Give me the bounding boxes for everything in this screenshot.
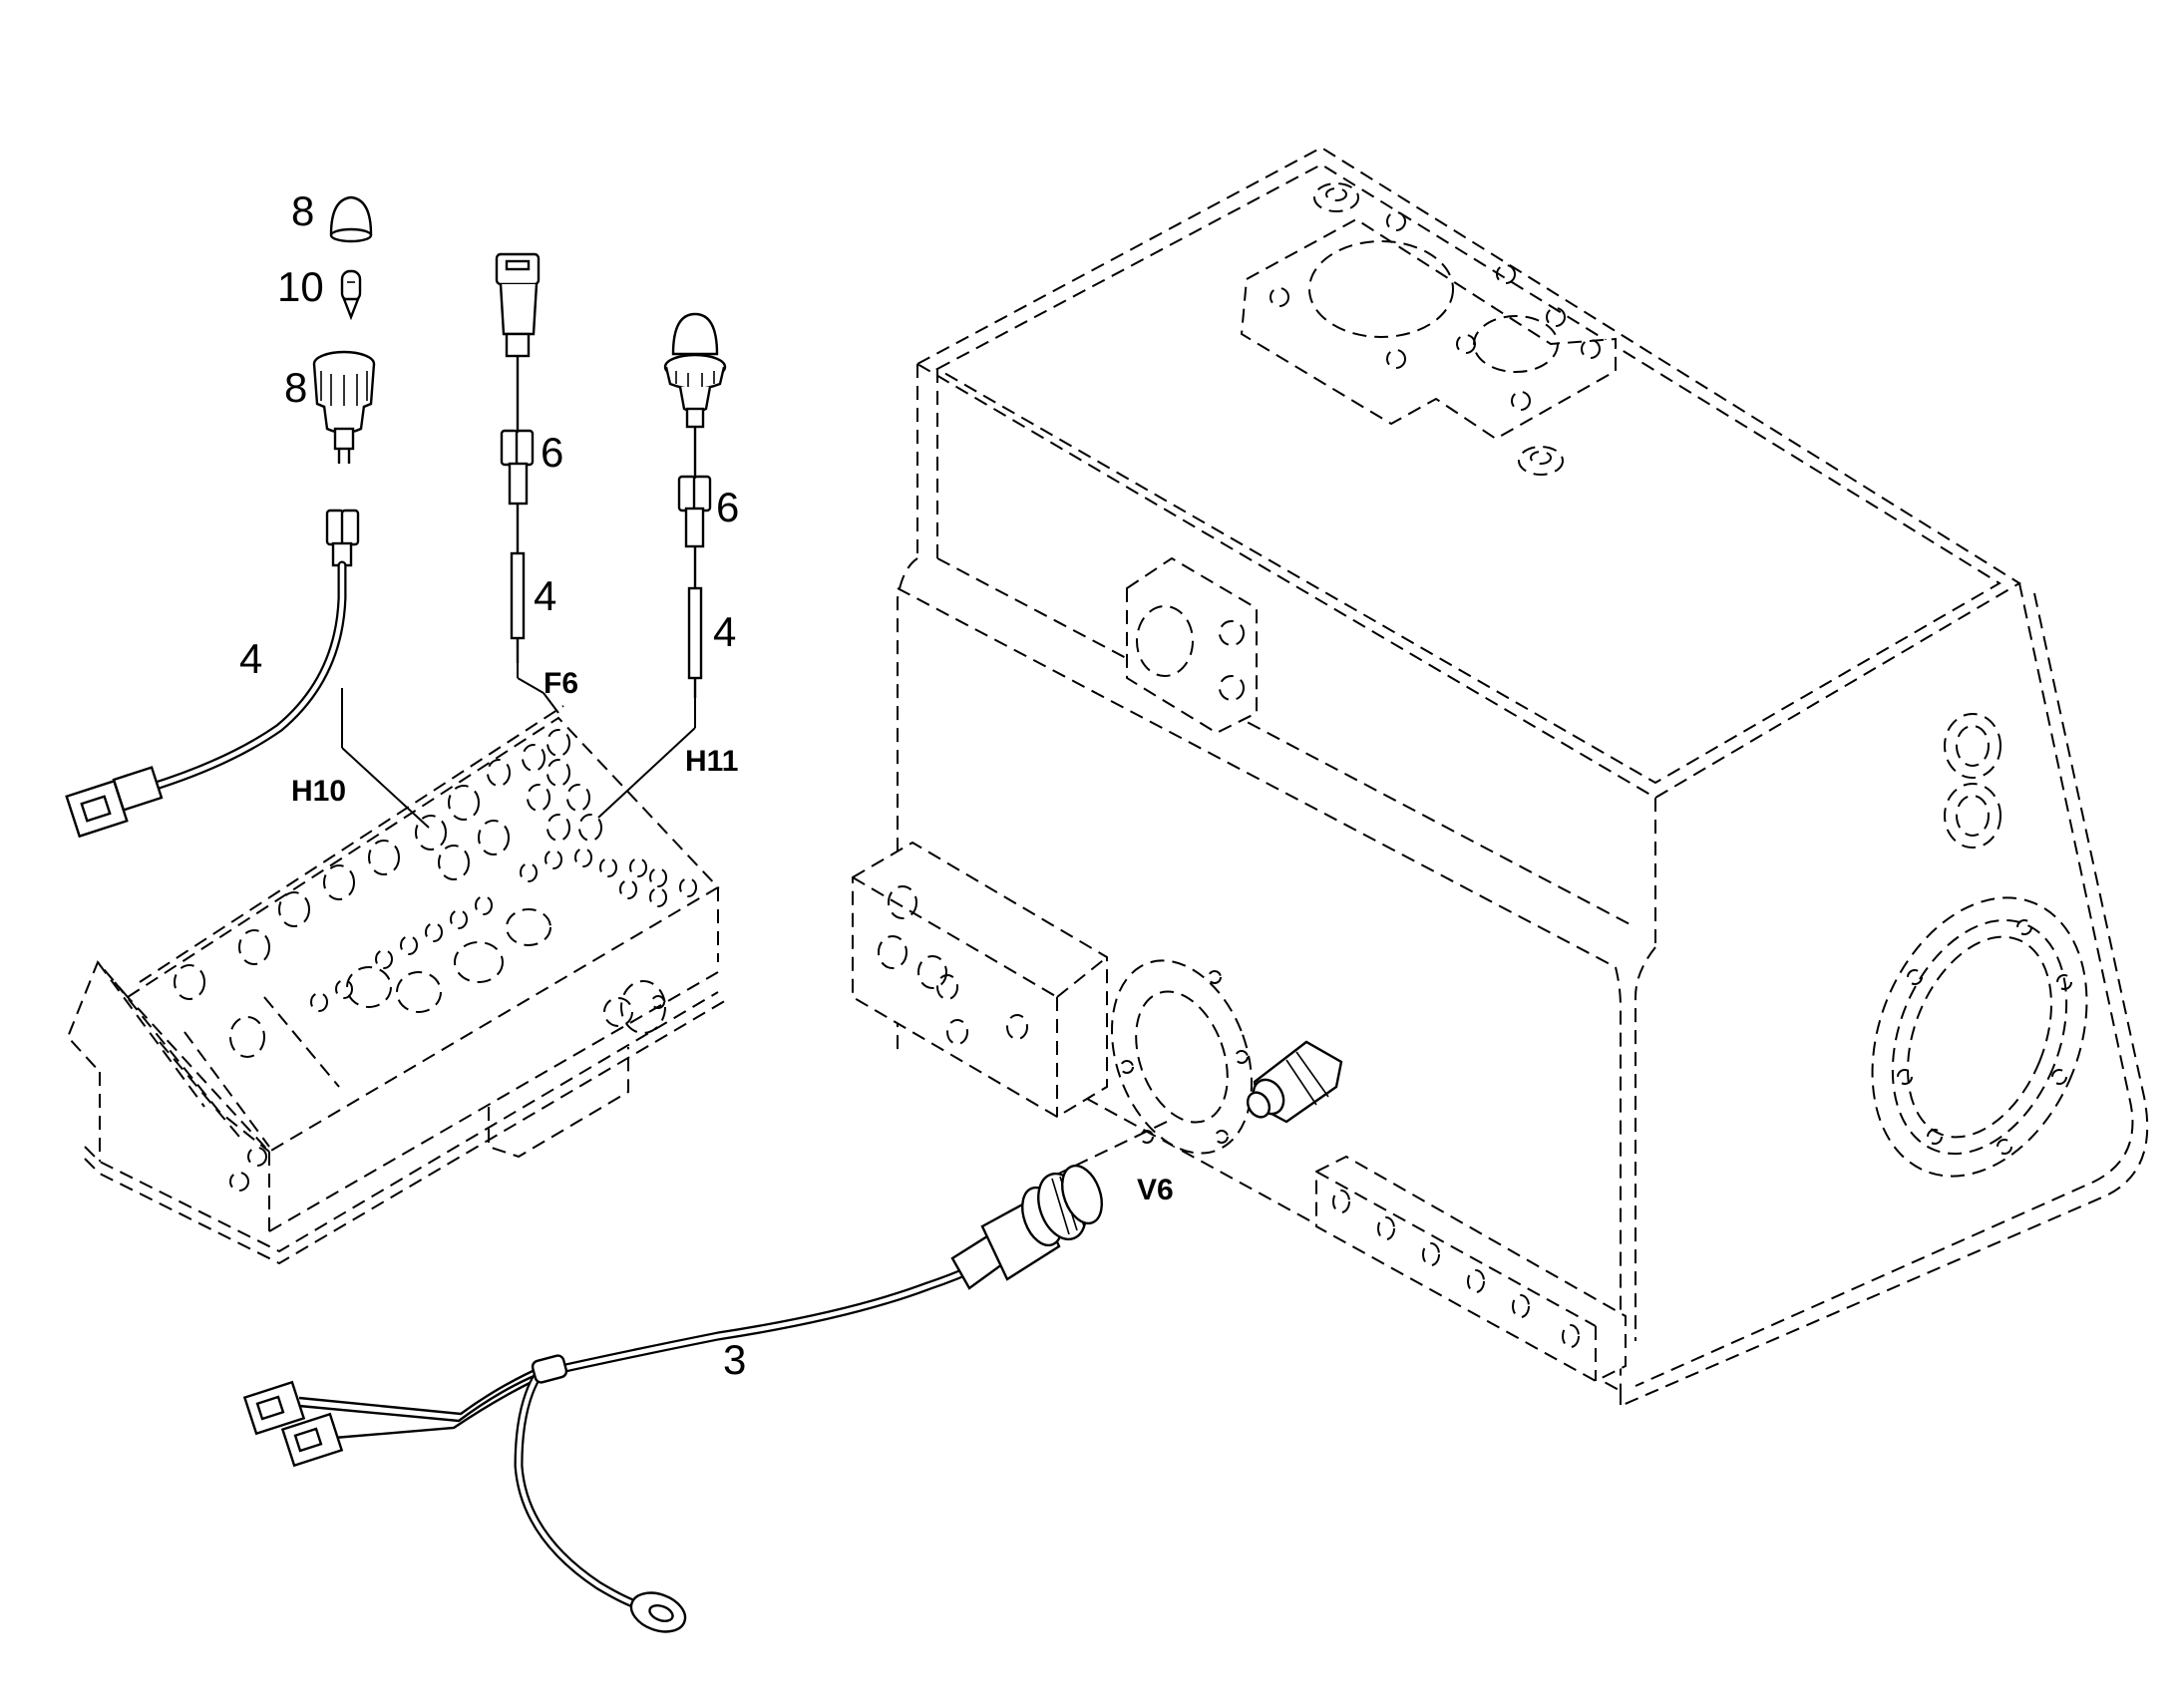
part-number-10-bulb: 10 <box>277 263 324 310</box>
dashboard-console <box>66 705 729 1265</box>
part-number-4-lamp-cable: 4 <box>713 608 736 655</box>
cable-h10 <box>65 509 360 839</box>
ref-tag-f6: F6 <box>544 667 578 700</box>
harness-plug-lower <box>280 1412 344 1468</box>
lamp-cap <box>329 195 373 243</box>
ref-tag-v6: V6 <box>1137 1174 1174 1206</box>
part-number-6-lamp-terminal: 6 <box>716 484 739 530</box>
lamp-holder-h10 <box>312 350 376 464</box>
reference-tags: F6 H10 H11 V6 <box>291 667 1174 1206</box>
indicator-lamp-h11 <box>663 312 727 698</box>
part-number-8-cap: 8 <box>291 187 314 234</box>
wiring-harness-3 <box>242 1164 1103 1633</box>
part-number-6-fuse-terminal: 6 <box>541 429 563 476</box>
ref-tag-h10: H10 <box>291 775 346 808</box>
leader-lines <box>341 663 1168 1183</box>
part-number-3-harness: 3 <box>723 1336 746 1383</box>
bulb <box>340 269 362 321</box>
transmission-housing <box>852 146 2149 1407</box>
fuse-holder-f6 <box>495 252 541 663</box>
part-number-4-fuse-cable: 4 <box>534 572 556 619</box>
part-number-labels: 8 10 8 6 6 4 4 4 3 <box>239 187 746 1383</box>
ref-tag-h11: H11 <box>685 745 738 778</box>
speed-sensor-v6 <box>1246 1040 1343 1124</box>
harness-plug-upper <box>242 1380 306 1436</box>
circular-connector <box>950 1164 1103 1290</box>
part-number-8-holder: 8 <box>284 364 307 411</box>
part-number-4-h10-cable: 4 <box>239 635 262 682</box>
